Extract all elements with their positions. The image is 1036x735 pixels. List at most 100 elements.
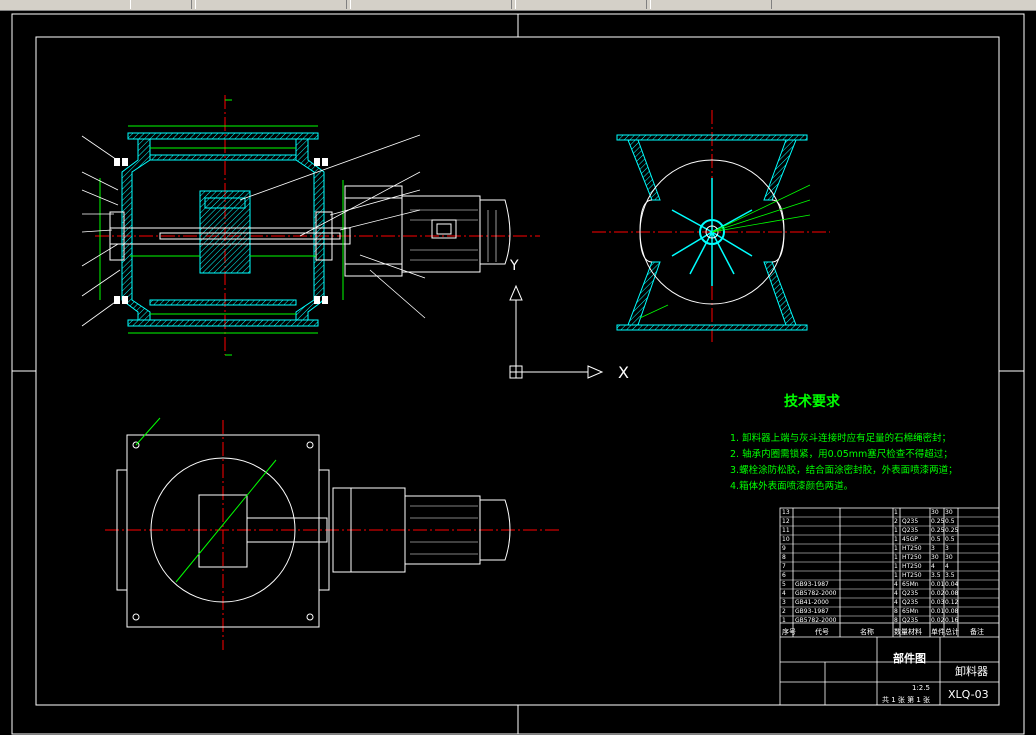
- parts-list-cell: Q235: [902, 527, 919, 534]
- parts-list-cell: HT250: [902, 554, 922, 561]
- tech-requirements-title: 技术要求: [784, 394, 840, 410]
- tech-requirement-1: 1. 卸料器上端与灰斗连接时应有足量的石棉绳密封；: [730, 433, 952, 444]
- parts-list-cell: 65Mn: [902, 581, 919, 588]
- toolbar-segment[interactable]: [650, 0, 772, 9]
- parts-list-cell: 3.5: [931, 572, 941, 579]
- parts-list-cell: 8: [894, 608, 898, 615]
- parts-list-cell: 0.02: [931, 617, 945, 624]
- axis-x-label: X: [618, 363, 629, 382]
- parts-list-cell: 4: [931, 563, 935, 570]
- parts-list-cell: 0.25: [931, 527, 945, 534]
- parts-list-cell: 0.01: [931, 581, 945, 588]
- side-section-view[interactable]: [592, 110, 830, 342]
- parts-list-cell: GB5782-2000: [795, 617, 837, 624]
- parts-list-cell: 0.5: [945, 518, 955, 525]
- parts-list-cell: 12: [782, 518, 790, 525]
- parts-list-cell: Q235: [902, 590, 919, 597]
- parts-list-cell: 2: [894, 518, 898, 525]
- parts-list-cell: 45GP: [902, 536, 918, 543]
- parts-list-cell: 10: [782, 536, 790, 543]
- parts-list-cell: 4: [945, 563, 949, 570]
- cad-drawing-canvas[interactable]: Y X: [0, 10, 1036, 735]
- tech-requirement-3: 3.螺栓涂防松胶，结合面涂密封胶，外表面喷漆两道；: [730, 465, 958, 476]
- drawing-name: 部件图: [893, 652, 926, 665]
- parts-list-cell: 0.04: [945, 581, 959, 588]
- parts-list-cell: 1: [782, 617, 786, 624]
- tech-requirement-4: 4.箱体外表面喷漆颜色两道。: [730, 481, 854, 492]
- parts-list-cell: 4: [782, 590, 786, 597]
- sheet-info: 共 1 张 第 1 张: [882, 696, 931, 704]
- toolbar-strip: [0, 0, 1036, 11]
- parts-list-cell: GB93-1987: [795, 608, 829, 615]
- parts-list-cell: 3: [945, 545, 949, 552]
- parts-list-cell: 30: [931, 509, 939, 516]
- parts-list-cell: 4: [894, 581, 898, 588]
- parts-list-cell: 0.5: [931, 536, 941, 543]
- drawing-frame: [11, 13, 1025, 735]
- parts-list-cell: Q235: [902, 518, 919, 525]
- parts-list-cell: 3.5: [945, 572, 955, 579]
- parts-list-cell: 30: [945, 554, 953, 561]
- parts-list-cell: 3: [931, 545, 935, 552]
- product-name: 卸料器: [955, 665, 988, 678]
- parts-list-cell: 7: [782, 563, 786, 570]
- toolbar-segment[interactable]: [130, 0, 192, 9]
- header-qty: 数量: [894, 628, 908, 636]
- front-section-view[interactable]: [81, 95, 540, 356]
- toolbar-segment[interactable]: [195, 0, 347, 9]
- parts-list-cell: 8: [782, 554, 786, 561]
- parts-list-cell: 4: [894, 599, 898, 606]
- scale: 1:2.5: [912, 684, 930, 692]
- parts-list-cell: 30: [931, 554, 939, 561]
- parts-list-cell: 1: [894, 527, 898, 534]
- parts-list-cell: GB41-2000: [795, 599, 829, 606]
- parts-list-cell: 30: [945, 509, 953, 516]
- parts-list-cell: 0.25: [945, 527, 959, 534]
- parts-list-cell: 0.12: [945, 599, 959, 606]
- parts-list-cell: 65Mn: [902, 608, 919, 615]
- parts-list-cell: 9: [782, 545, 786, 552]
- top-view[interactable]: [105, 417, 560, 650]
- parts-list-cell: Q235: [902, 599, 919, 606]
- parts-list-cell: HT250: [902, 563, 922, 570]
- parts-list-cell: 0.25: [931, 518, 945, 525]
- axis-y-label: Y: [509, 258, 519, 274]
- parts-list-cell: 1: [894, 509, 898, 516]
- drawing-number: XLQ-03: [948, 688, 989, 701]
- tech-requirement-2: 2. 轴承内圈需锁紧，用0.05mm塞尺检查不得超过；: [730, 449, 953, 460]
- parts-list-cell: 0.08: [945, 590, 959, 597]
- ucs-icon: [509, 284, 604, 379]
- title-block-row-lines: [780, 516, 999, 617]
- toolbar-segment[interactable]: [350, 0, 512, 9]
- header-seq: 序号: [782, 628, 796, 636]
- parts-list-cell: 0.02: [931, 590, 945, 597]
- parts-list-cell: 1: [894, 545, 898, 552]
- parts-list-cell: 1: [894, 563, 898, 570]
- parts-list-cell: GB93-1987: [795, 581, 829, 588]
- parts-list-cell: 5: [782, 581, 786, 588]
- parts-list-cell: 0.08: [945, 608, 959, 615]
- header-name: 名称: [860, 628, 874, 636]
- parts-list-cell: HT250: [902, 572, 922, 579]
- parts-list-cell: 0.03: [931, 599, 945, 606]
- motor-front-view[interactable]: [344, 185, 511, 277]
- parts-list-cell: 1: [894, 554, 898, 561]
- header-material: 材料: [908, 628, 922, 636]
- parts-list-cell: 1: [894, 536, 898, 543]
- parts-list-cell: Q235: [902, 617, 919, 624]
- parts-list-cell: 4: [894, 590, 898, 597]
- parts-list-cell: 1: [894, 572, 898, 579]
- header-code: 代号: [815, 628, 829, 636]
- header-unit: 单件: [931, 628, 945, 636]
- parts-list-cell: 0.16: [945, 617, 959, 624]
- parts-list-cell: 3: [782, 599, 786, 606]
- header-total: 总计: [945, 628, 959, 636]
- parts-list-cell: GB5782-2000: [795, 590, 837, 597]
- toolbar-segment[interactable]: [515, 0, 647, 9]
- title-block[interactable]: [779, 507, 1000, 706]
- parts-list-cell: 13: [782, 509, 790, 516]
- parts-list-cell: HT250: [902, 545, 922, 552]
- header-remark: 备注: [970, 628, 984, 636]
- parts-list-cell: 11: [782, 527, 790, 534]
- parts-list-cell: 0.01: [931, 608, 945, 615]
